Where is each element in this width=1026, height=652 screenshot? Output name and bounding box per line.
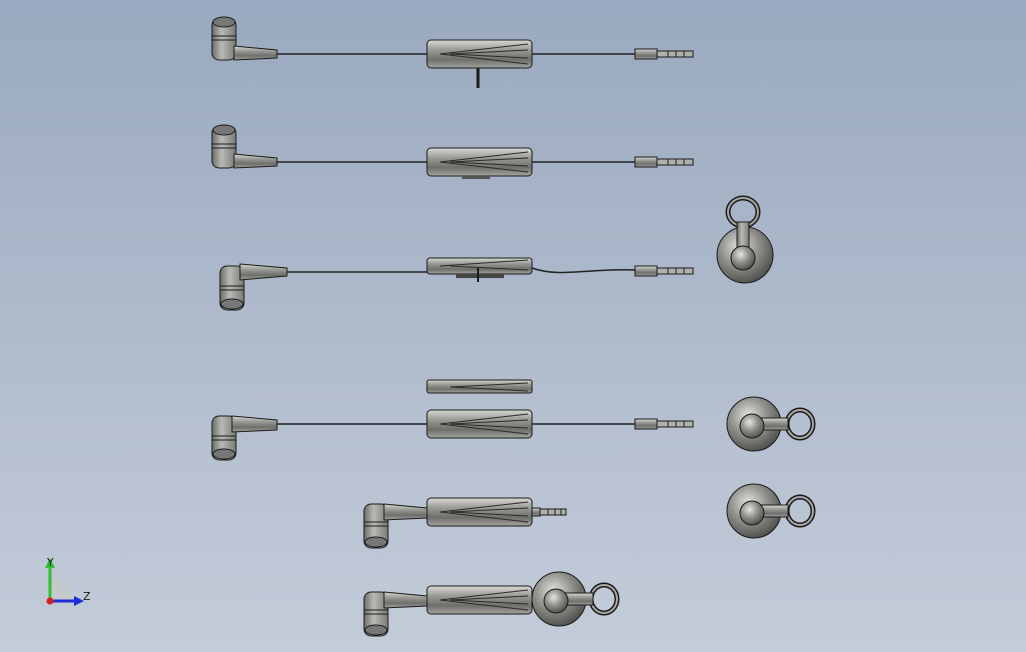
- triad-z-label: Z: [83, 590, 91, 603]
- jack[interactable]: [531, 507, 567, 517]
- earbud[interactable]: [363, 591, 428, 637]
- clip-body[interactable]: [426, 257, 533, 282]
- earbud[interactable]: [211, 124, 278, 169]
- jack[interactable]: [634, 265, 694, 277]
- spherical-pendant[interactable]: [531, 571, 620, 627]
- jack[interactable]: [634, 418, 694, 430]
- earphone-assembly-6[interactable]: [363, 571, 620, 637]
- earphone-assembly-4[interactable]: [211, 379, 694, 461]
- pendant-ring-right-2[interactable]: [726, 483, 816, 539]
- triad-z-arrow-icon: [74, 596, 84, 606]
- earphone-assembly-1[interactable]: [211, 16, 694, 88]
- earbud[interactable]: [219, 263, 288, 311]
- pendant-ring-right-1[interactable]: [726, 396, 816, 452]
- triad-origin-icon: [46, 597, 54, 605]
- earbud[interactable]: [211, 16, 278, 61]
- earphone-assembly-5[interactable]: [363, 497, 567, 549]
- clip-cover[interactable]: [426, 379, 533, 394]
- clip-body[interactable]: [426, 497, 533, 527]
- reference-triad: Y Z: [45, 556, 91, 606]
- earphone-assembly-3[interactable]: [219, 257, 694, 311]
- earbud[interactable]: [363, 503, 428, 549]
- clip-body[interactable]: [426, 409, 533, 439]
- triad-y-arrow-icon: [45, 558, 55, 568]
- clip-body[interactable]: [426, 39, 533, 88]
- triad-y-label: Y: [46, 556, 54, 569]
- clip-body[interactable]: [426, 585, 533, 615]
- jack[interactable]: [634, 48, 694, 60]
- pendant-ring-top[interactable]: [716, 195, 774, 284]
- clip-body[interactable]: [426, 147, 533, 179]
- jack[interactable]: [634, 156, 694, 168]
- earbud[interactable]: [211, 415, 278, 461]
- earphone-assembly-2[interactable]: [211, 124, 694, 179]
